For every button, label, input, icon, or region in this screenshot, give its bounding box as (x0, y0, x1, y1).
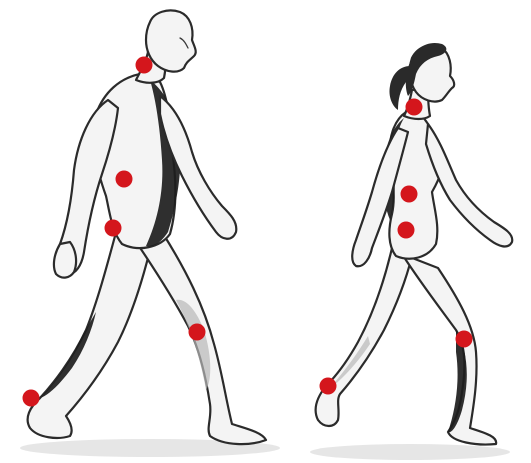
female-back-leg (316, 248, 412, 426)
female-knee-joint-marker-icon (456, 331, 473, 348)
female-neck-joint-marker-icon (406, 99, 423, 116)
male-lumbar-joint-marker-icon (116, 171, 133, 188)
male-back-hand (54, 242, 76, 278)
male-knee-joint-marker-icon (189, 324, 206, 341)
female-lumbar-joint-marker-icon (401, 186, 418, 203)
male-neck-joint-marker-icon (136, 57, 153, 74)
female-ankle-joint-marker-icon (320, 378, 337, 395)
female-front-arm (426, 124, 512, 246)
female-hip-joint-marker-icon (398, 222, 415, 239)
male-head (146, 10, 196, 71)
male-hip-joint-marker-icon (105, 220, 122, 237)
male-ankle-joint-marker-icon (23, 390, 40, 407)
female-ground-shadow (310, 444, 510, 460)
female-figure (316, 43, 513, 445)
male-figure (23, 10, 267, 444)
female-front-leg (402, 254, 496, 445)
